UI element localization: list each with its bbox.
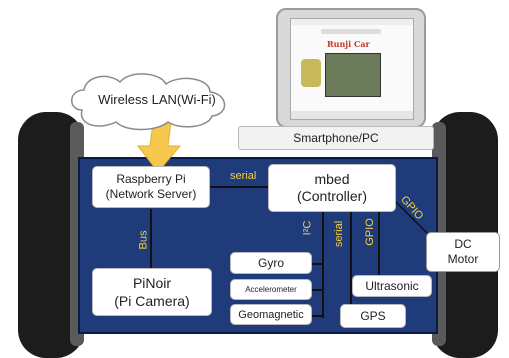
pinoir-node: PiNoir (Pi Camera): [92, 268, 212, 316]
screen-url-bar: [321, 29, 381, 34]
serial-label-vertical: serial: [333, 220, 346, 248]
dc-motor-node: DC Motor: [426, 232, 500, 272]
link-i2c-geo: [312, 315, 322, 317]
cloud-label: Wireless LAN(Wi-Fi): [98, 92, 216, 107]
app-title: Runji Car: [327, 39, 370, 49]
gps-node: GPS: [340, 304, 406, 328]
screen-status-bar: [291, 19, 413, 25]
raspberry-pi-node: Raspberry Pi (Network Server): [92, 166, 210, 208]
accelerometer-node: Accelerometer: [230, 279, 312, 300]
bus-label: Bus: [137, 230, 150, 250]
link-i2c-accel: [312, 289, 322, 291]
tablet-screen: Runji Car: [290, 18, 414, 120]
tablet-device: Runji Car: [276, 8, 426, 128]
gyro-node: Gyro: [230, 252, 312, 274]
link-mbed-sensors-i2c: [322, 212, 324, 318]
geomagnetic-node: Geomagnetic: [230, 304, 312, 325]
link-mbed-gps: [350, 212, 352, 308]
link-raspberry-pinoir: [150, 209, 152, 269]
serial-label-top: serial: [230, 170, 257, 182]
ultrasonic-node: Ultrasonic: [352, 275, 432, 297]
camera-view: [325, 53, 381, 97]
gpio-label-vertical: GPIO: [363, 218, 376, 246]
link-mbed-ultrasonic: [378, 212, 380, 278]
screen-toolbar: [291, 111, 413, 119]
link-raspberry-mbed: [210, 186, 270, 188]
link-i2c-gyro: [312, 263, 322, 265]
device-label: Smartphone/PC: [238, 126, 434, 150]
left-control-pad: [301, 59, 321, 87]
cloud-shape: [71, 73, 226, 131]
mbed-node: mbed (Controller): [268, 164, 396, 212]
i2c-label: I²C: [301, 220, 314, 236]
